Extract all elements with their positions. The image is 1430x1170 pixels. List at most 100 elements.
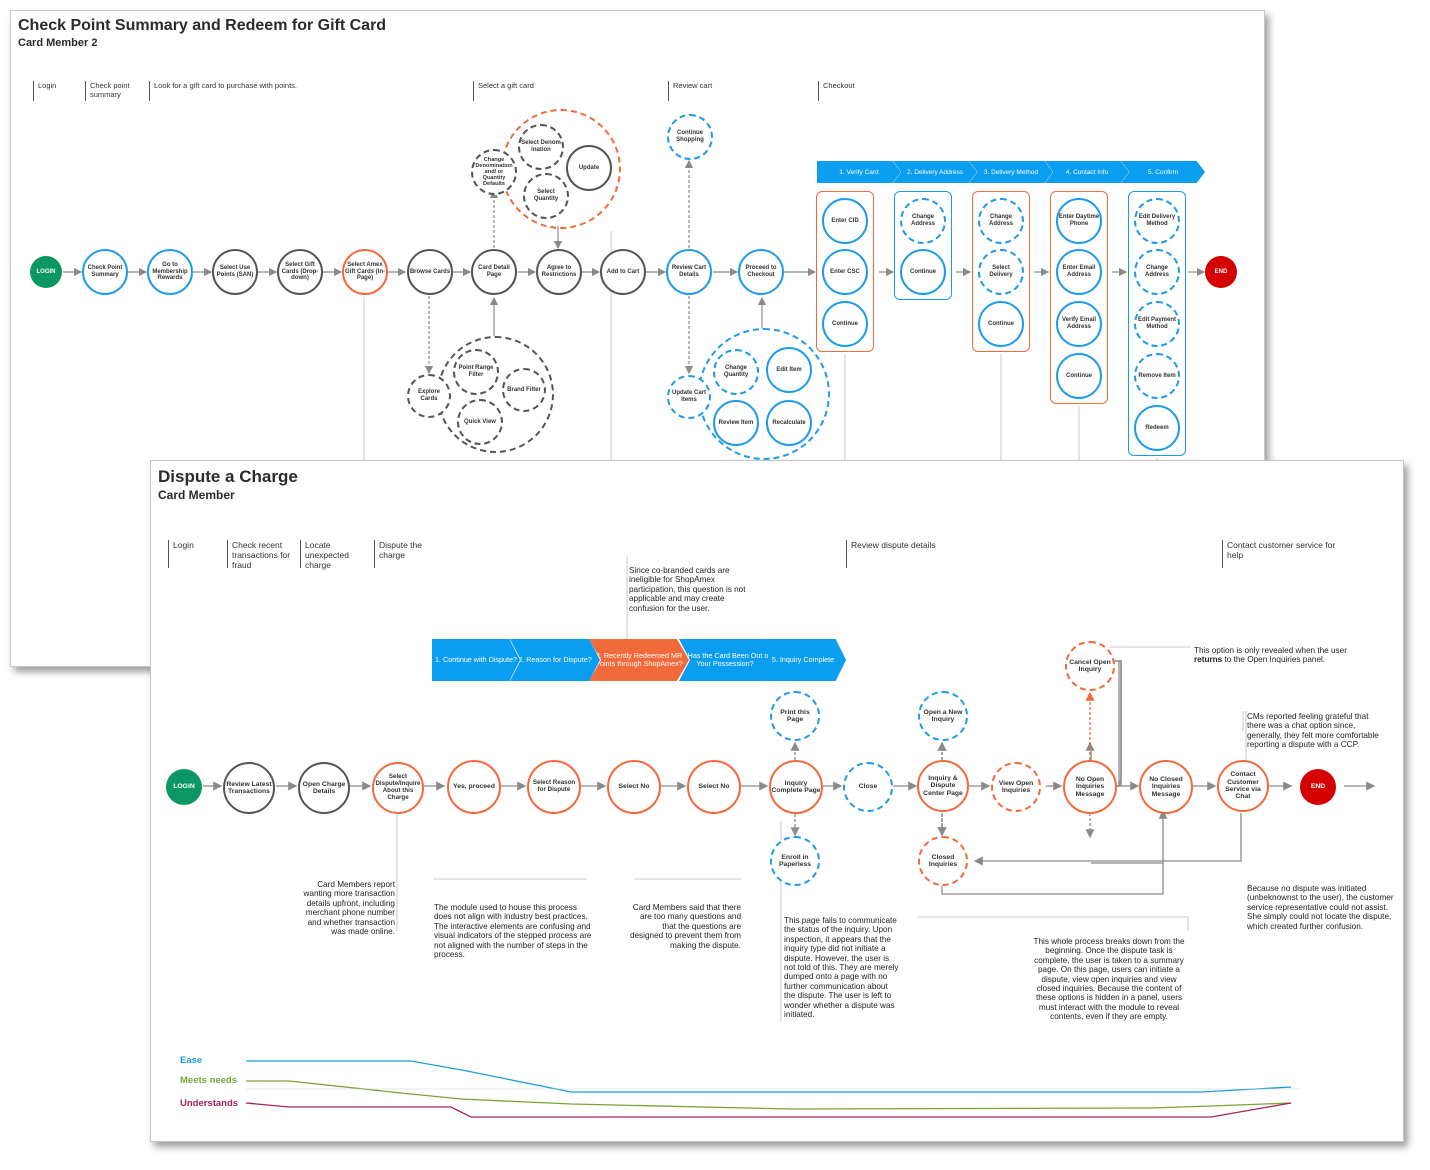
open-new-inquiry-node: Open a New Inquiry xyxy=(918,691,968,741)
edit-payment-method-node: Edit Payment Method xyxy=(1134,301,1180,347)
no-dispute-note: Because no dispute was initiated (unbekn… xyxy=(1247,884,1394,931)
login-node: LOGIN xyxy=(30,256,62,288)
enter-email-address-node: Enter Email Address xyxy=(1056,249,1102,295)
add-to-cart-node: Add to Cart xyxy=(600,249,646,295)
check-point-summary-node: Check Point Summary xyxy=(82,249,128,295)
cart-edit-group xyxy=(698,328,830,460)
chat-grateful-note: CMs reported feeling grateful that there… xyxy=(1247,712,1379,750)
phase-contact-cs: Contact customer service for help xyxy=(1222,540,1347,568)
ease-curve xyxy=(246,1060,1292,1093)
phase-dispute-charge: Dispute the charge xyxy=(374,540,435,568)
print-this-page-node: Print this Page xyxy=(770,691,820,741)
end-node: END xyxy=(1205,256,1237,288)
recalculate-node: Recalculate xyxy=(766,400,812,446)
cancel-open-inquiry-node: Cancel Open Inquiry xyxy=(1065,641,1115,691)
browse-cards-node: Browse Cards xyxy=(407,249,453,295)
review-item-node: Review Item xyxy=(713,400,759,446)
continue-1-node: Continue xyxy=(822,301,868,347)
closed-inquiries-node: Closed Inquiries xyxy=(918,836,968,886)
metric-ease-label: Ease xyxy=(180,1055,203,1066)
phase-login: Login xyxy=(33,81,78,101)
step-continue-dispute: 1. Continue with Dispute? xyxy=(432,639,520,681)
metric-understands-label: Understands xyxy=(180,1098,239,1109)
panel-b-connectors xyxy=(203,556,1376,1118)
card-detail-page-node: Card Detail Page xyxy=(471,249,517,295)
step-recently-redeemed: 3. Recently Redeemed MR Points through S… xyxy=(589,639,689,681)
step-delivery-method: 3. Delivery Method xyxy=(969,161,1053,183)
step-verify-card: 1. Verify Card xyxy=(817,161,901,183)
enter-daytime-phone-node: Enter Daytime Phone xyxy=(1056,198,1102,244)
no-open-inquiries-node: No Open Inquiries Message xyxy=(1063,760,1117,814)
page-fails-note: This page fails to communicate the statu… xyxy=(784,916,899,1020)
edit-item-node: Edit Item xyxy=(766,347,812,393)
no-closed-inquiries-node: No Closed Inquiries Message xyxy=(1139,760,1193,814)
select-dispute-inquire-node: Select Dispute/Inquire About this Charge xyxy=(372,762,424,814)
select-gift-cards-node: Select Gift Cards (Drop-down) xyxy=(277,249,323,295)
phase-check-transactions: Check recent transactions for fraud xyxy=(227,540,294,570)
delivery-method-box xyxy=(972,191,1030,352)
select-delivery-node: Select Delivery xyxy=(978,249,1024,295)
change-address-3-node: Change Address xyxy=(1134,249,1180,295)
breaks-down-note: This whole process breaks down from the … xyxy=(1033,937,1185,1022)
select-use-points-node: Select Use Points (SAN) xyxy=(212,249,258,295)
agree-to-restrictions-node: Agree to Restrictions xyxy=(536,249,582,295)
update-node: Update xyxy=(566,145,612,191)
login-node: LOGIN xyxy=(166,769,202,805)
change-address-2-node: Change Address xyxy=(978,198,1024,244)
phase-check-point: Check point summary xyxy=(85,81,138,101)
continue-shopping-node: Continue Shopping xyxy=(667,114,713,160)
phase-review-cart: Review cart xyxy=(668,81,733,101)
select-no-2-node: Select No xyxy=(687,760,741,814)
page-title: Dispute a Charge xyxy=(158,467,298,486)
view-open-inquiries-node: View Open Inquiries xyxy=(991,762,1041,812)
explore-cards-node: Explore Cards xyxy=(407,374,451,418)
contact-info-box xyxy=(1050,191,1108,404)
enter-csc-node: Enter CSC xyxy=(822,249,868,295)
enroll-in-paperless-node: Enroll in Paperless xyxy=(770,836,820,886)
metric-meets-needs-label: Meets needs xyxy=(180,1075,238,1086)
review-latest-transactions-node: Review Latest Transactions xyxy=(223,762,275,814)
proceed-to-checkout-node: Proceed to Checkout xyxy=(738,249,784,295)
select-amex-gift-cards-node: Select Amex Gift Cards (In-Page) xyxy=(342,249,388,295)
step-card-possession: 4. Has the Card Been Out of Your Possess… xyxy=(679,639,771,681)
too-many-questions-note: Card Members said that there are too man… xyxy=(629,903,741,950)
page-subtitle: Card Member 2 xyxy=(18,37,98,49)
phase-locate-charge: Locate unexpected charge xyxy=(300,540,361,570)
continue-3-node: Continue xyxy=(978,301,1024,347)
select-reason-node: Select Reason for Dispute xyxy=(527,760,581,814)
brand-filter-node: Brand Filter xyxy=(502,368,546,412)
quick-view-node: Quick View xyxy=(457,399,503,445)
yes-proceed-node: Yes, proceed xyxy=(447,760,501,814)
phase-select-card: Select a gift card xyxy=(473,81,558,101)
edit-delivery-method-node: Edit Delivery Method xyxy=(1134,198,1180,244)
point-range-filter-node: Point Range Filter xyxy=(453,349,499,395)
dispute-charge-journey-panel: Dispute a Charge Card Member Login Check… xyxy=(150,460,1404,1142)
change-denomination-node: Change Denomination and/ or Quantity Def… xyxy=(471,149,517,195)
phase-login: Login xyxy=(168,540,223,568)
module-note: The module used to house this process do… xyxy=(434,903,592,960)
step-confirm: 5. Confirm xyxy=(1121,161,1205,183)
transaction-details-note: Card Members report wanting more transac… xyxy=(303,880,395,937)
remove-item-node: Remove Item xyxy=(1134,353,1180,399)
verify-card-box xyxy=(816,191,874,352)
continue-4-node: Continue xyxy=(1056,353,1102,399)
enter-cid-node: Enter CID xyxy=(822,198,868,244)
page-subtitle: Card Member xyxy=(158,488,235,502)
contact-customer-service-node: Contact Customer Service via Chat xyxy=(1217,760,1269,812)
phase-review-dispute: Review dispute details xyxy=(846,540,971,568)
continue-2-node: Continue xyxy=(900,249,946,295)
close-node: Close xyxy=(843,762,893,812)
select-no-1-node: Select No xyxy=(607,760,661,814)
select-denomination-node: Select Denom ination xyxy=(518,124,564,170)
step-delivery-address: 2. Delivery Address xyxy=(893,161,977,183)
meets-needs-curve xyxy=(246,1080,1292,1110)
update-cart-items-node: Update Cart Items xyxy=(667,375,711,419)
phase-checkout: Checkout xyxy=(818,81,883,101)
select-quantity-node: Select Quantity xyxy=(523,173,569,219)
change-address-1-node: Change Address xyxy=(900,198,946,244)
step-inquiry-complete: 5. Inquiry Complete xyxy=(760,639,846,681)
step-contact-info: 4. Contact Info xyxy=(1045,161,1129,183)
open-charge-details-node: Open Charge Details xyxy=(298,762,350,814)
inquiry-complete-page-node: Inquiry Complete Page xyxy=(769,760,823,814)
verify-email-address-node: Verify Email Address xyxy=(1056,301,1102,347)
